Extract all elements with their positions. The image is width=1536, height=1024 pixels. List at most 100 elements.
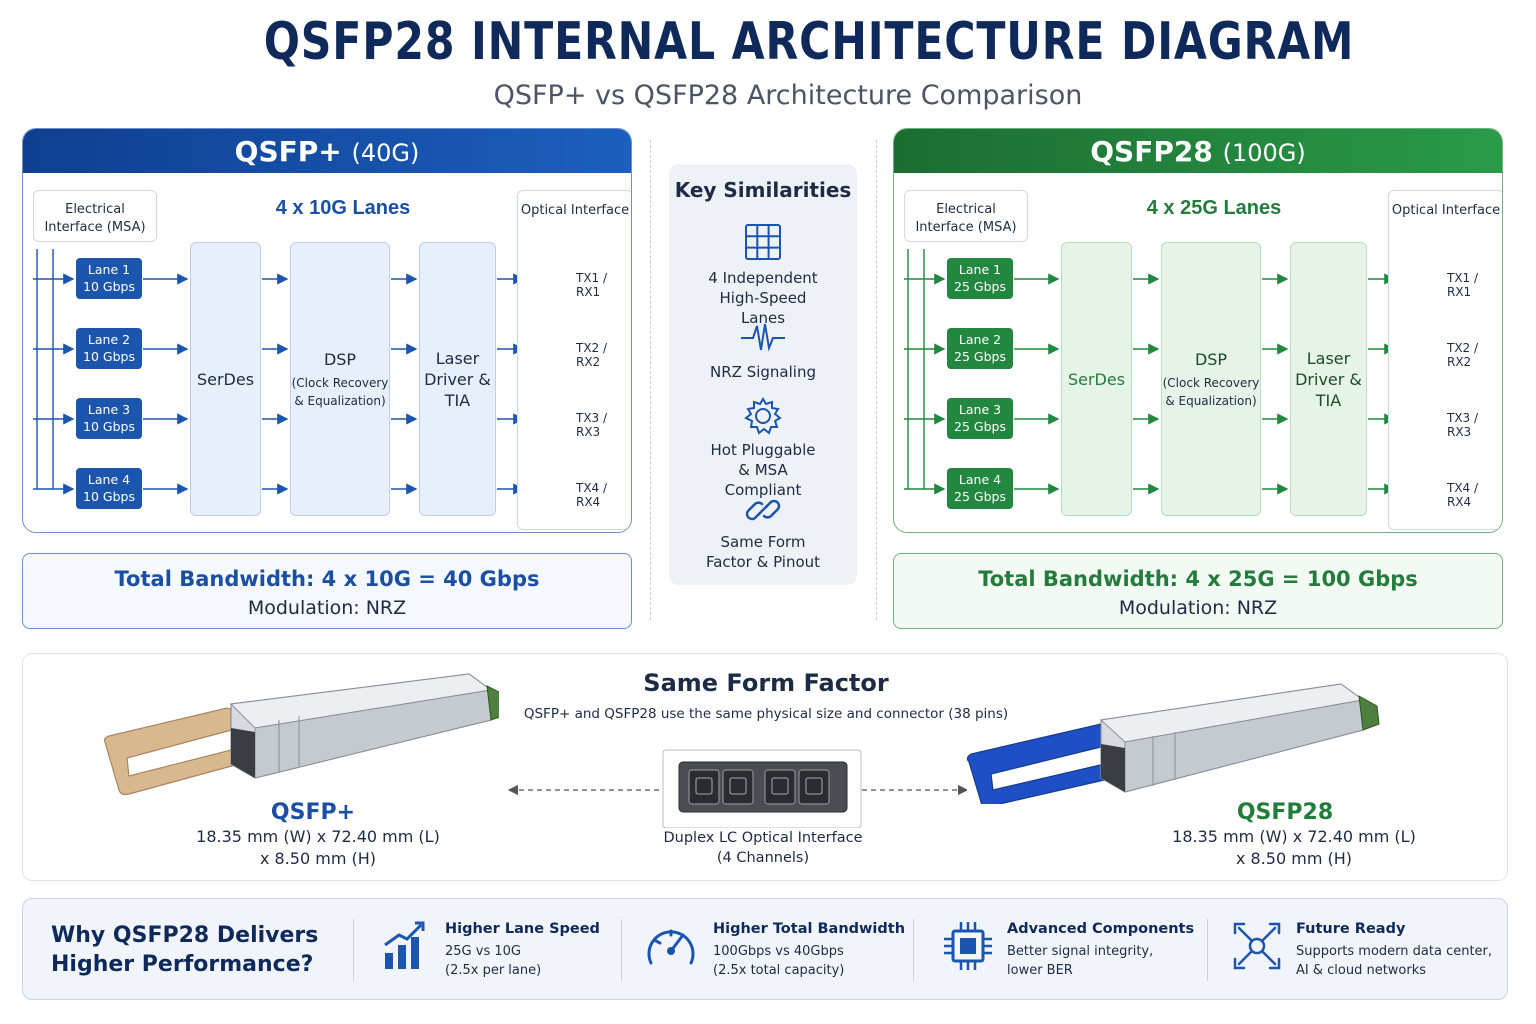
- why-item-title: Higher Lane Speed: [445, 921, 600, 937]
- qsfp-plus-header: QSFP+ (40G): [23, 129, 631, 173]
- dsp-sublabel: (Clock Recovery & Equalization): [291, 375, 389, 408]
- similarity-nrz: NRZ Signaling: [710, 363, 816, 381]
- why-item-desc: 25G vs 10G(2.5x per lane): [445, 942, 600, 980]
- serdes-label: SerDes: [1067, 369, 1126, 389]
- why-item-desc: Better signal integrity,lower BER: [1007, 942, 1194, 980]
- lane-rate: 10 Gbps: [83, 279, 135, 294]
- link-icon: [745, 499, 781, 521]
- dsp-label: DSP: [1194, 349, 1228, 369]
- why-item-line-2: (2.5x total capacity): [713, 963, 845, 978]
- qsfp28-bandwidth-box: Total Bandwidth: 4 x 25G = 100 Gbps Modu…: [893, 553, 1503, 629]
- dsp-sublabel: (Clock Recovery & Equalization): [1162, 375, 1260, 408]
- laser-label: Laser Driver & TIA: [424, 348, 491, 410]
- speedometer-icon: [647, 929, 695, 965]
- dimension-line-2: x 8.50 mm (H): [1235, 849, 1353, 868]
- why-item-line-1: Better signal integrity,: [1007, 944, 1154, 959]
- lane-rate: 10 Gbps: [83, 419, 135, 434]
- qsfp28-dsp-block: DSP (Clock Recovery & Equalization): [1161, 242, 1261, 516]
- lane-name: Lane 2: [87, 332, 131, 347]
- why-item-line-2: AI & cloud networks: [1296, 963, 1427, 978]
- why-item-title: Advanced Components: [1007, 921, 1195, 937]
- lane-rate: 25 Gbps: [954, 349, 1006, 364]
- form-factor-section: Same Form Factor QSFP+ and QSFP28 use th…: [22, 653, 1508, 881]
- qsfp-plus-channel-4: TX4 / RX4: [576, 481, 608, 509]
- similarity-text: 4 Independent High-Speed Lanes: [708, 269, 818, 327]
- qsfp-plus-optical-interface: Optical Interface: [517, 190, 631, 530]
- lane-rate: 25 Gbps: [954, 489, 1006, 504]
- dsp-label: DSP: [323, 349, 357, 369]
- similarity-lanes: 4 Independent High-Speed Lanes: [669, 268, 857, 328]
- qsfp-plus-lane-3: Lane 3 10 Gbps: [76, 398, 142, 439]
- lane-rate: 25 Gbps: [954, 279, 1006, 294]
- why-item-line-2: (2.5x per lane): [445, 963, 542, 978]
- separator-right: [876, 140, 877, 620]
- qsfp28-name: QSFP28: [1090, 135, 1213, 168]
- qsfp-plus-module-illustration: [103, 673, 499, 796]
- similarity-hot-pluggable: Hot Pluggable & MSA Compliant: [669, 440, 857, 500]
- qsfp28-electrical-interface: Electrical Interface (MSA): [904, 190, 1028, 242]
- qsfp-plus-module-label: QSFP+: [270, 800, 356, 825]
- separator-left: [650, 140, 651, 620]
- serdes-label: SerDes: [196, 369, 255, 389]
- caption-line-1: Duplex LC Optical Interface: [663, 830, 863, 846]
- why-item-title: Future Ready: [1296, 921, 1406, 937]
- network-icon: [1233, 922, 1281, 970]
- qsfp28-channel-4: TX4 / RX4: [1447, 481, 1479, 509]
- why-item-line-1: Supports modern data center,: [1296, 944, 1493, 959]
- key-similarities-title: Key Similarities: [674, 178, 852, 202]
- lc-connector-diagram: [507, 749, 967, 828]
- waveform-icon: [741, 323, 785, 352]
- lane-name: Lane 3: [958, 402, 1002, 417]
- qsfp28-serdes-block: SerDes: [1061, 242, 1132, 516]
- dimension-line-1: 18.35 mm (W) x 72.40 mm (L): [196, 827, 440, 846]
- why-item-total-bandwidth: Higher Total Bandwidth 100Gbps vs 40Gbps…: [713, 921, 905, 980]
- key-similarities-card: Key Similarities 4 Independent High-Spee…: [669, 164, 857, 585]
- qsfp-plus-serdes-block: SerDes: [190, 242, 261, 516]
- grid-icon: [745, 224, 781, 260]
- lane-name: Lane 4: [958, 472, 1002, 487]
- qsfp28-module-label: QSFP28: [1236, 800, 1334, 825]
- qsfp28-channel-1: TX1 / RX1: [1447, 271, 1479, 299]
- lane-name: Lane 1: [87, 262, 131, 277]
- qsfp-plus-name: QSFP+: [234, 135, 342, 168]
- why-separator: [913, 919, 914, 981]
- qsfp-plus-bandwidth: Total Bandwidth: 4 x 10G = 40 Gbps: [114, 567, 540, 591]
- qsfp28-laser-block: Laser Driver & TIA: [1290, 242, 1367, 516]
- qsfp28-lane-2: Lane 2 25 Gbps: [947, 328, 1013, 369]
- qsfp28-lane-1: Lane 1 25 Gbps: [947, 258, 1013, 299]
- lane-rate: 10 Gbps: [83, 349, 135, 364]
- lane-name: Lane 2: [958, 332, 1002, 347]
- qsfp28-module-illustration: [966, 683, 1380, 804]
- lane-name: Lane 4: [87, 472, 131, 487]
- qsfp-plus-dsp-block: DSP (Clock Recovery & Equalization): [290, 242, 390, 516]
- qsfp28-dimensions: 18.35 mm (W) x 72.40 mm (L) x 8.50 mm (H): [1159, 826, 1429, 870]
- caption-line-2: (4 Channels): [716, 850, 810, 866]
- page-title: QSFP28 INTERNAL ARCHITECTURE DIAGRAM: [263, 12, 1355, 72]
- qsfp28-channel-2: TX2 / RX2: [1447, 341, 1479, 369]
- qsfp28-lanes-title: 4 x 25G Lanes: [1146, 197, 1282, 219]
- why-separator: [621, 919, 622, 981]
- dimension-line-1: 18.35 mm (W) x 72.40 mm (L): [1172, 827, 1416, 846]
- qsfp-plus-lane-1: Lane 1 10 Gbps: [76, 258, 142, 299]
- qsfp-plus-channel-3: TX3 / RX3: [576, 411, 608, 439]
- similarity-text: Same Form Factor & Pinout: [705, 533, 821, 571]
- qsfp-plus-modulation: Modulation: NRZ: [247, 597, 407, 619]
- why-item-desc: 100Gbps vs 40Gbps(2.5x total capacity): [713, 942, 905, 980]
- lane-rate: 25 Gbps: [954, 419, 1006, 434]
- qsfp28-channel-3: TX3 / RX3: [1447, 411, 1479, 439]
- qsfp28-lane-4: Lane 4 25 Gbps: [947, 468, 1013, 509]
- lane-name: Lane 1: [958, 262, 1002, 277]
- similarity-text: Hot Pluggable & MSA Compliant: [710, 441, 816, 499]
- lane-name: Lane 3: [87, 402, 131, 417]
- why-item-title: Higher Total Bandwidth: [713, 921, 906, 937]
- why-separator: [353, 919, 354, 981]
- qsfp28-speed: (100G): [1222, 139, 1306, 167]
- form-factor-title: Same Form Factor: [643, 669, 889, 697]
- qsfp-plus-lane-2: Lane 2 10 Gbps: [76, 328, 142, 369]
- why-item-lane-speed: Higher Lane Speed 25G vs 10G(2.5x per la…: [445, 921, 600, 980]
- qsfp-plus-panel: QSFP+ (40G): [22, 128, 632, 533]
- qsfp28-panel: QSFP28 (100G): [893, 128, 1503, 533]
- qsfp-plus-speed: (40G): [351, 139, 420, 167]
- similarity-form-factor: Same Form Factor & Pinout: [669, 532, 857, 572]
